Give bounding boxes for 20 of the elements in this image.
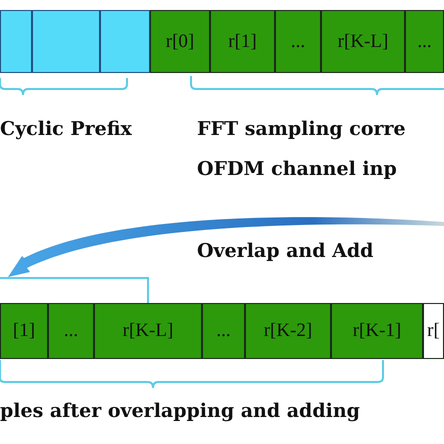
sample-cell: r[K-2] (245, 303, 331, 359)
brace-label: OFDM channel inp (197, 158, 397, 180)
sample-cell: r[ (423, 303, 444, 359)
prefix-sample-cell (32, 10, 100, 73)
sample-cell: ... (405, 10, 444, 73)
sample-cell: [1] (0, 303, 48, 359)
sample-cell: r[K-L] (94, 303, 202, 359)
sample-cell: r[0] (150, 10, 210, 73)
arrow-label: Overlap and Add (197, 240, 374, 262)
sample-cell: ... (275, 10, 321, 73)
brace-label: ples after overlapping and adding (0, 400, 360, 422)
sample-cell: r[1] (210, 10, 275, 73)
prefix-sample-cell (0, 10, 32, 73)
brace-label: Cyclic Prefix (0, 118, 132, 140)
sample-cell: r[K-L] (321, 10, 405, 73)
sample-cell: ... (202, 303, 245, 359)
prefix-sample-cell (100, 10, 150, 73)
brace-label: FFT sampling corre (197, 118, 406, 140)
sample-cell: r[K-1] (331, 303, 423, 359)
sample-cell: ... (48, 303, 94, 359)
